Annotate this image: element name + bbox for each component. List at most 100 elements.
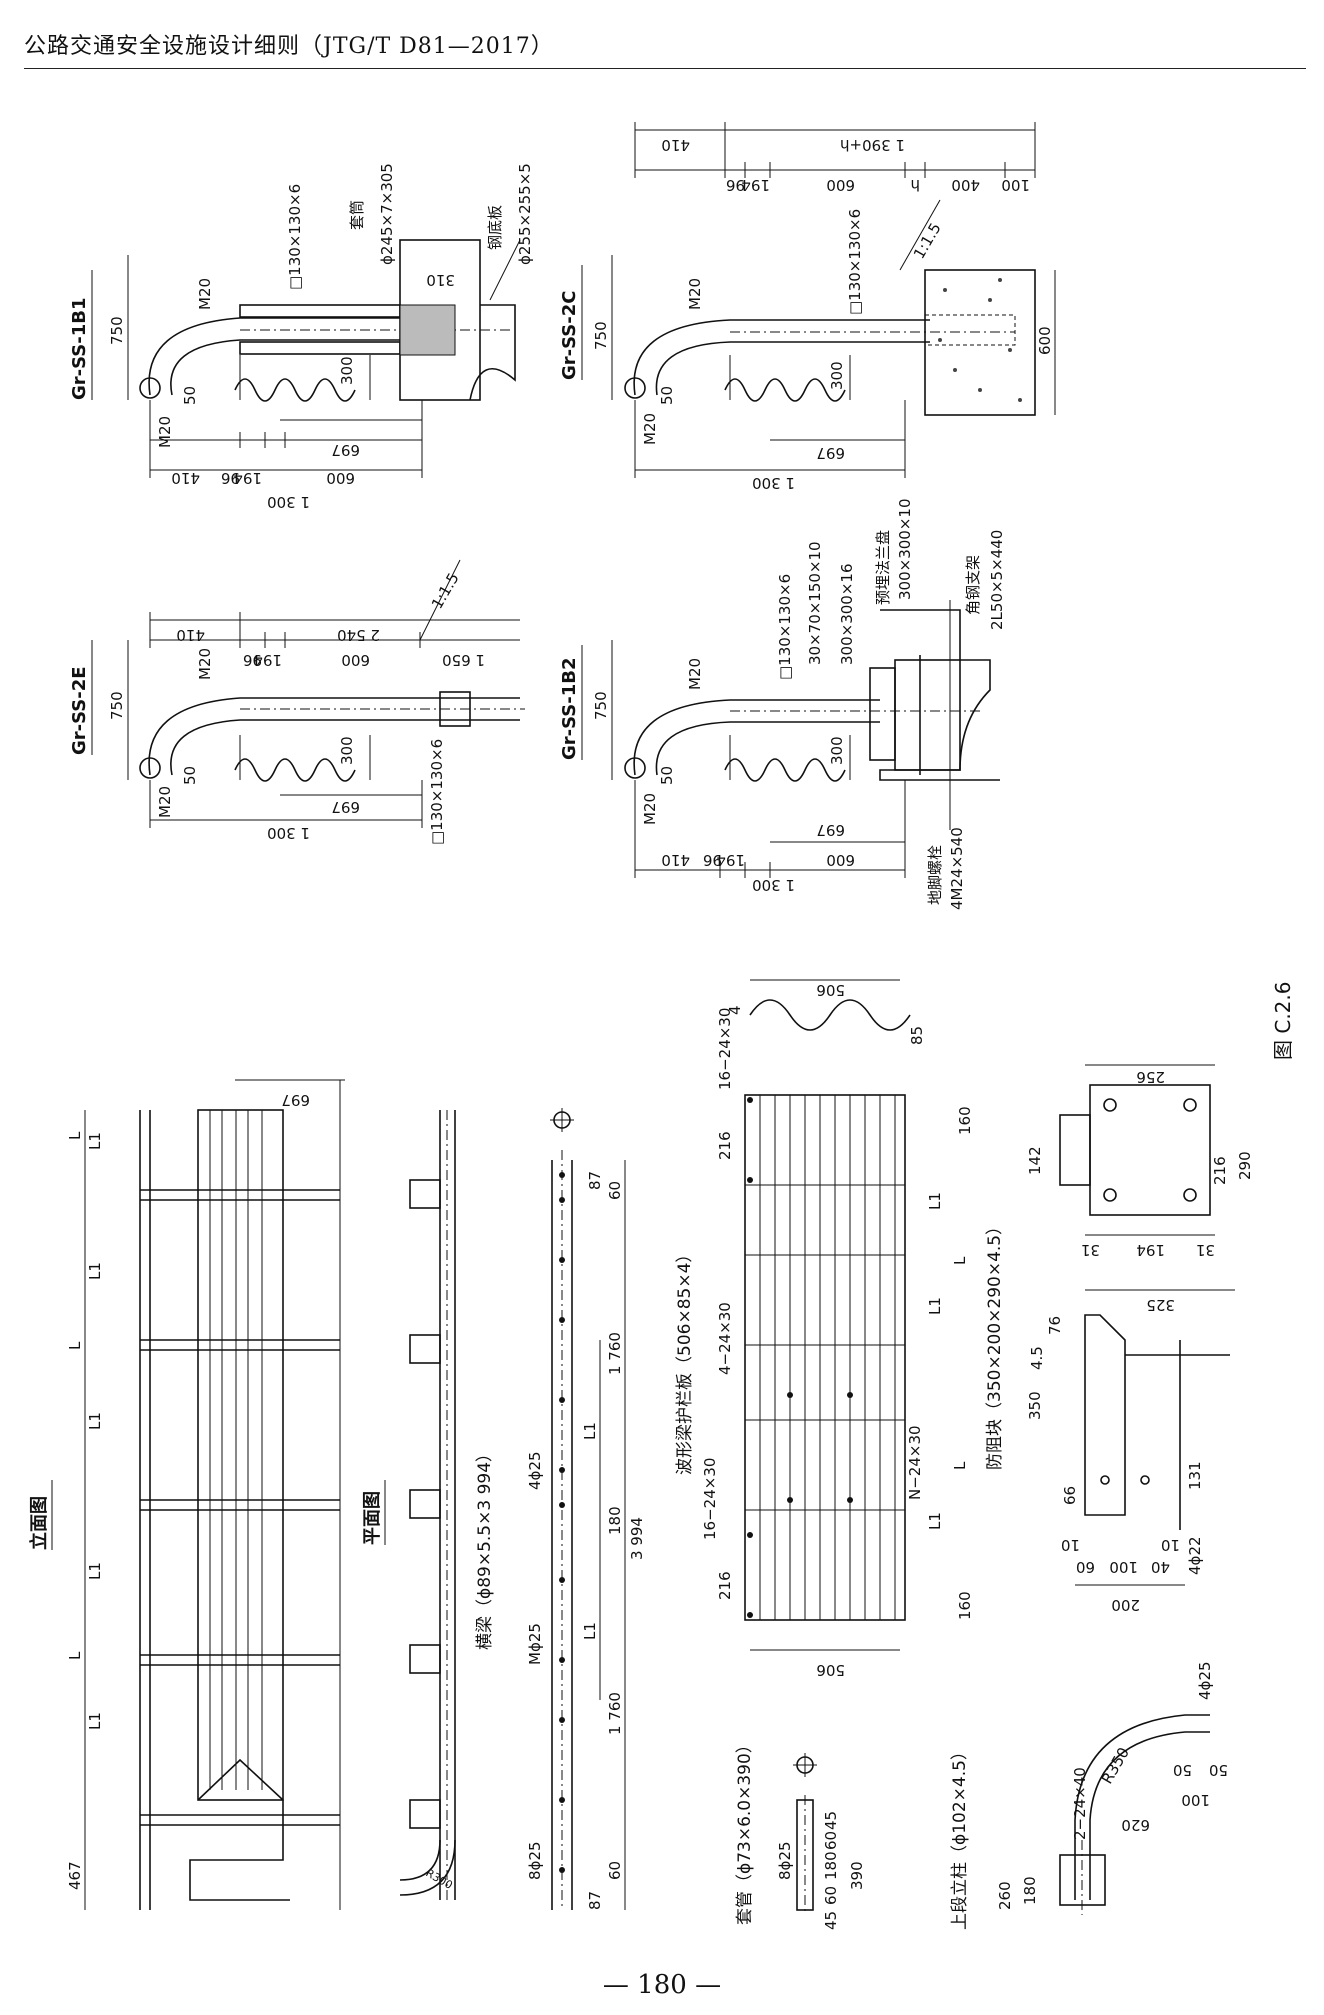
svg-text:钢底板: 钢底板	[486, 205, 504, 250]
svg-text:194: 194	[1136, 1241, 1165, 1259]
svg-text:410: 410	[661, 136, 690, 154]
svg-text:L1: L1	[86, 1132, 104, 1150]
svg-text:506: 506	[816, 981, 845, 999]
svg-text:310: 310	[426, 271, 455, 289]
svg-text:4ϕ25: 4ϕ25	[526, 1451, 544, 1490]
svg-text:L1: L1	[926, 1192, 944, 1210]
svg-text:506: 506	[816, 1661, 845, 1679]
svg-text:□130×130×6: □130×130×6	[846, 209, 864, 315]
svg-text:□130×130×6: □130×130×6	[428, 739, 446, 845]
svg-text:697: 697	[816, 444, 845, 462]
svg-text:66: 66	[1061, 1486, 1079, 1505]
svg-text:750: 750	[108, 316, 126, 345]
svg-text:角钢支架: 角钢支架	[964, 555, 982, 615]
svg-text:350: 350	[1026, 1391, 1044, 1420]
assembly-title: Gr-SS-1B2	[559, 658, 580, 760]
svg-text:60: 60	[606, 1861, 624, 1880]
svg-text:45: 45	[822, 1911, 840, 1930]
upper-post-title: 上段立柱（ϕ102×4.5）	[950, 1743, 970, 1930]
svg-text:4−24×30: 4−24×30	[716, 1302, 734, 1375]
block-title: 防阻块（350×200×290×4.5）	[985, 1218, 1005, 1470]
svg-text:8ϕ25: 8ϕ25	[526, 1841, 544, 1880]
svg-text:L1: L1	[926, 1512, 944, 1530]
svg-text:1 650: 1 650	[442, 651, 485, 669]
svg-text:60: 60	[822, 1886, 840, 1905]
svg-text:10: 10	[1061, 1536, 1080, 1554]
svg-text:□130×130×6: □130×130×6	[286, 184, 304, 290]
page-header: 公路交通安全设施设计细则（JTG/T D81—2017）	[24, 34, 554, 59]
svg-text:131: 131	[1186, 1461, 1204, 1490]
svg-text:160: 160	[956, 1106, 974, 1135]
svg-text:194: 194	[716, 851, 745, 869]
sleeve-part: 套管（ϕ73×6.0×390） 8ϕ25 45 60 180 60 45 390	[735, 1736, 866, 1930]
svg-text:410: 410	[661, 851, 690, 869]
svg-text:216: 216	[716, 1571, 734, 1600]
svg-text:1:1.5: 1:1.5	[910, 220, 945, 262]
svg-text:16−24×30: 16−24×30	[716, 1008, 734, 1090]
svg-text:50: 50	[181, 766, 199, 785]
elevation-title: 立面图	[28, 1496, 50, 1550]
svg-text:87: 87	[586, 1171, 604, 1190]
svg-text:85: 85	[908, 1026, 926, 1045]
svg-text:L: L	[66, 1651, 84, 1660]
svg-text:2 540: 2 540	[337, 626, 380, 644]
svg-text:L1: L1	[86, 1412, 104, 1430]
svg-text:96: 96	[726, 176, 745, 194]
rail-panel-part: 波形梁护栏板（506×85×4） 506 506 85 4 216 216 16…	[675, 979, 974, 1679]
svg-text:R350: R350	[1098, 1744, 1133, 1787]
svg-text:地脚螺栓: 地脚螺栓	[926, 845, 944, 905]
svg-text:1 760: 1 760	[606, 1332, 624, 1375]
svg-text:M20: M20	[686, 658, 704, 690]
svg-text:L: L	[951, 1256, 969, 1265]
elevation-view: 立面图 467 L L L L1 L1 L1 L1 L1 697	[28, 1079, 345, 1910]
svg-text:M20: M20	[641, 413, 659, 445]
svg-text:697: 697	[281, 1091, 310, 1109]
svg-text:160: 160	[956, 1591, 974, 1620]
svg-text:60: 60	[606, 1181, 624, 1200]
svg-text:40: 40	[1151, 1558, 1170, 1576]
svg-text:100: 100	[1001, 176, 1030, 194]
svg-text:100: 100	[1109, 1558, 1138, 1576]
assembly-gr-ss-2e: Gr-SS-2E 1:1.5 1 300 697 750 300 50 M20 …	[69, 559, 525, 845]
svg-text:400: 400	[951, 176, 980, 194]
svg-text:325: 325	[1146, 1296, 1175, 1314]
svg-text:□130×130×6: □130×130×6	[776, 574, 794, 680]
svg-text:L1: L1	[86, 1562, 104, 1580]
svg-text:M20: M20	[641, 793, 659, 825]
svg-text:96: 96	[703, 851, 722, 869]
svg-text:3 994: 3 994	[628, 1517, 646, 1560]
svg-text:L1: L1	[581, 1622, 599, 1640]
svg-text:ϕ245×7×305: ϕ245×7×305	[378, 163, 396, 265]
svg-text:200: 200	[1111, 1596, 1140, 1614]
svg-text:31: 31	[1196, 1241, 1215, 1259]
svg-text:60: 60	[1076, 1558, 1095, 1576]
svg-text:M20: M20	[686, 278, 704, 310]
svg-text:410: 410	[171, 469, 200, 487]
svg-text:45: 45	[822, 1811, 840, 1830]
svg-text:1 300: 1 300	[752, 876, 795, 894]
svg-text:8ϕ25: 8ϕ25	[776, 1841, 794, 1880]
svg-text:96: 96	[221, 469, 240, 487]
svg-text:300: 300	[338, 356, 356, 385]
sleeve-title: 套管（ϕ73×6.0×390）	[735, 1736, 755, 1925]
svg-text:216: 216	[716, 1131, 734, 1160]
svg-text:1:1.5: 1:1.5	[428, 570, 463, 612]
svg-text:256: 256	[1136, 1068, 1165, 1086]
figure-caption: 图 C.2.6	[1271, 982, 1295, 1061]
svg-text:L: L	[66, 1341, 84, 1350]
svg-text:L1: L1	[581, 1422, 599, 1440]
svg-text:ϕ255×255×5: ϕ255×255×5	[516, 163, 534, 265]
svg-text:216: 216	[1211, 1156, 1229, 1185]
svg-text:L: L	[66, 1131, 84, 1140]
svg-text:M20: M20	[196, 648, 214, 680]
svg-text:76: 76	[1046, 1316, 1064, 1335]
svg-text:L1: L1	[86, 1712, 104, 1730]
svg-text:300: 300	[828, 736, 846, 765]
block-part: 防阻块（350×200×290×4.5） 325 200 60 100 40 1…	[985, 1064, 1254, 1614]
svg-text:30×70×150×10: 30×70×150×10	[806, 541, 824, 665]
svg-text:50: 50	[658, 386, 676, 405]
assembly-title: Gr-SS-2C	[559, 291, 580, 380]
beam-part: 横梁（ϕ89×5.5×3 994） 87 60 1 760 180 3 994 …	[475, 1108, 646, 1910]
svg-text:600: 600	[826, 176, 855, 194]
